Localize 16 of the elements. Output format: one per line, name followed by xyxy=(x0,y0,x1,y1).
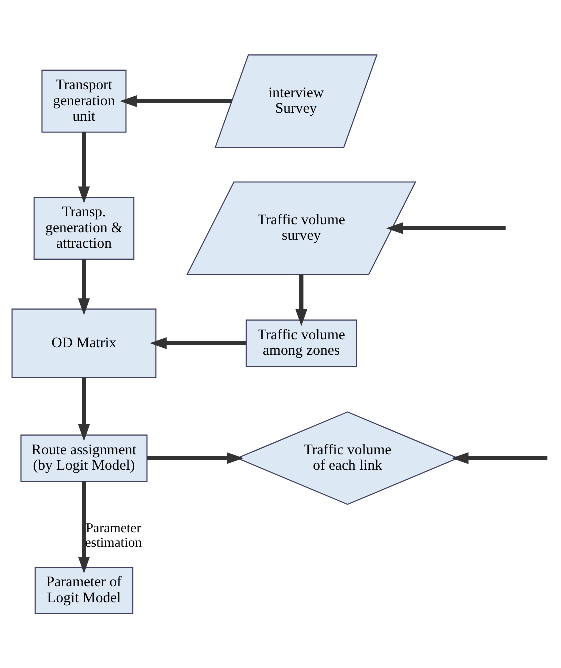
arrow xyxy=(386,222,506,234)
arrow xyxy=(148,452,244,464)
node-box: Transp. generation & attraction xyxy=(34,196,135,260)
node-box: Parameter of Logit Model xyxy=(34,566,134,614)
arrow xyxy=(120,95,232,107)
arrow xyxy=(452,452,548,464)
arrow xyxy=(78,377,90,441)
node-box: Transport generation unit xyxy=(42,69,127,132)
node-box: OD Matrix xyxy=(12,308,157,378)
arrow xyxy=(78,481,90,574)
node-box: Traffic volume among zones xyxy=(246,319,358,367)
arrow xyxy=(150,337,246,349)
arrow xyxy=(296,274,308,326)
arrow xyxy=(78,258,90,315)
arrow xyxy=(78,132,90,204)
node-box: Route assignment (by Logit Model) xyxy=(20,434,148,482)
